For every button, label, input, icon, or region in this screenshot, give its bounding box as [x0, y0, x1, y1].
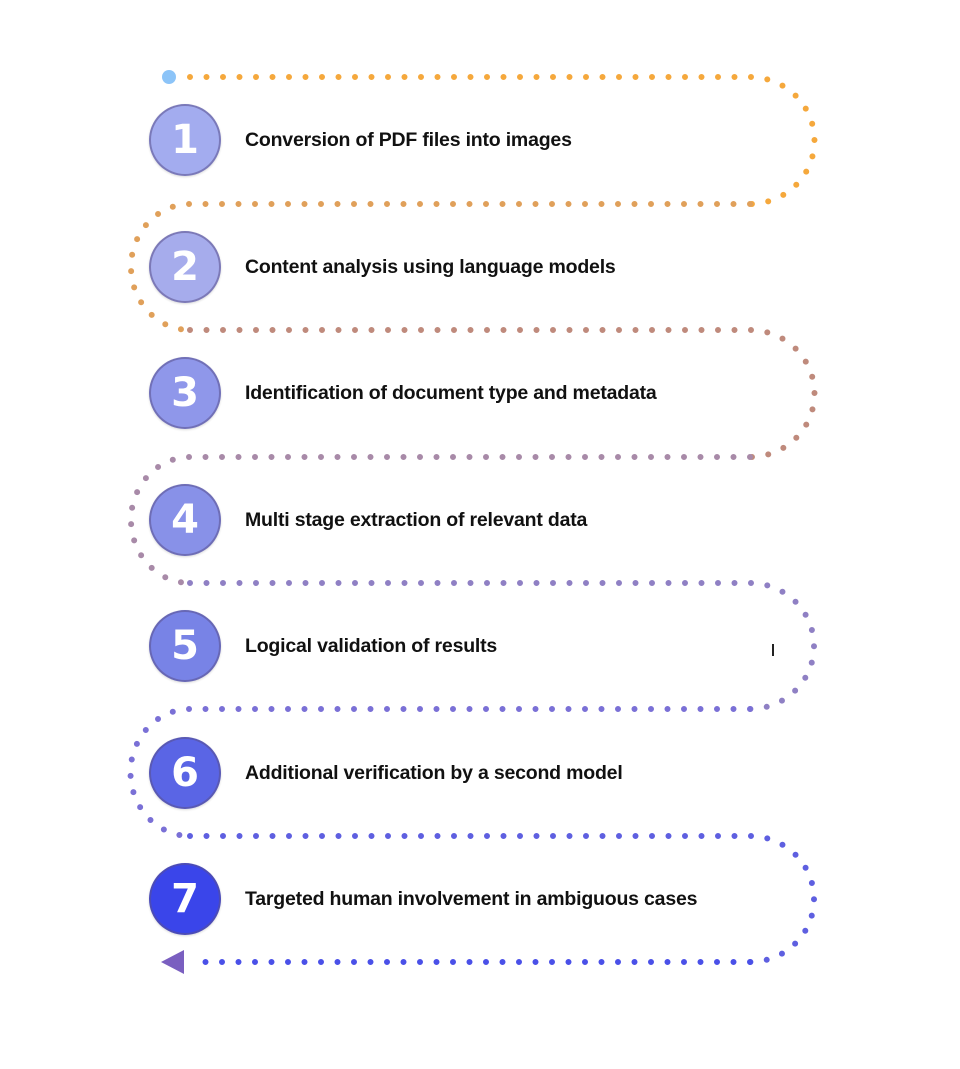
step-label: Additional verification by a second mode…	[245, 761, 623, 784]
step-number-badge: 4	[149, 484, 221, 556]
step-label: Conversion of PDF files into images	[245, 128, 572, 151]
step-7: 7 Targeted human involvement in ambiguou…	[149, 862, 697, 936]
step-label: Multi stage extraction of relevant data	[245, 508, 588, 531]
step-1: 1 Conversion of PDF files into images	[149, 103, 572, 177]
step-number-badge: 7	[149, 863, 221, 935]
step-6: 6 Additional verification by a second mo…	[149, 736, 623, 810]
step-2: 2 Content analysis using language models	[149, 230, 616, 304]
step-label: Identification of document type and meta…	[245, 381, 657, 404]
step-label: Content analysis using language models	[245, 255, 616, 278]
text-cursor-mark	[772, 644, 774, 656]
step-label: Logical validation of results	[245, 634, 498, 657]
start-dot-icon	[162, 70, 176, 84]
step-number-badge: 5	[149, 610, 221, 682]
step-4: 4 Multi stage extraction of relevant dat…	[149, 483, 587, 557]
end-arrow-icon	[161, 950, 184, 974]
step-number-badge: 1	[149, 104, 221, 176]
step-5: 5 Logical validation of results	[149, 609, 497, 683]
step-number-badge: 3	[149, 357, 221, 429]
step-number-badge: 6	[149, 737, 221, 809]
step-number-badge: 2	[149, 231, 221, 303]
step-3: 3 Identification of document type and me…	[149, 356, 657, 430]
step-label: Targeted human involvement in ambiguous …	[245, 887, 698, 910]
